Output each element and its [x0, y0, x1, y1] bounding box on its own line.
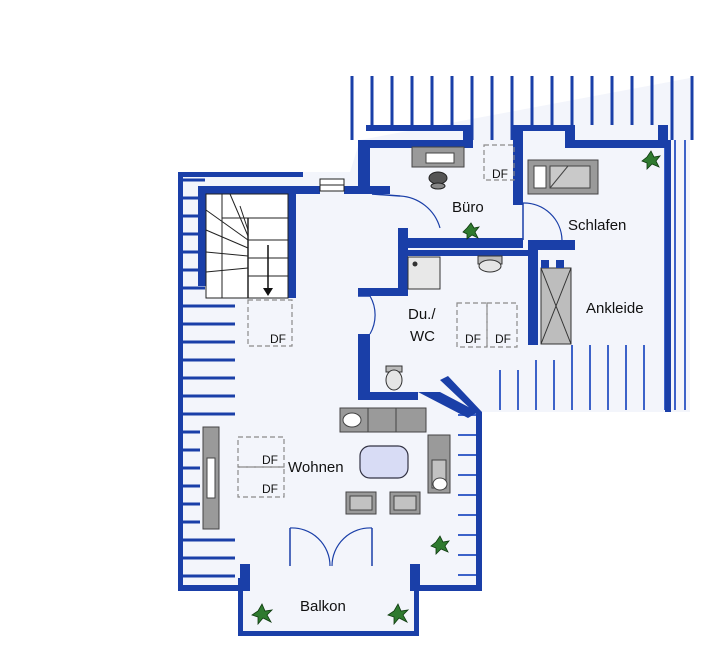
skylight-wohnen-1-label: DF	[262, 453, 278, 467]
floor-balkon	[240, 578, 418, 634]
skylight-buero-label: DF	[492, 167, 508, 181]
room-label-du: Du./	[408, 306, 436, 323]
armchair-icon	[389, 491, 421, 515]
sideboard-icon	[202, 426, 220, 530]
coffee-table-icon	[359, 445, 409, 479]
skylight-wohnen-2-label: DF	[262, 482, 278, 496]
plant-icon	[387, 603, 410, 626]
office-chair-icon	[428, 171, 448, 190]
toilet-icon	[385, 365, 403, 391]
armchair-icon	[345, 491, 377, 515]
plant-icon	[251, 603, 274, 626]
skylight-bath-2-label: DF	[495, 332, 511, 346]
staircase-icon	[205, 193, 289, 299]
skylight-wohnen-2	[237, 466, 285, 498]
skylight-bath-2	[486, 302, 518, 348]
bed-icon	[527, 159, 599, 195]
skylight-stair-label: DF	[270, 332, 286, 346]
sofa-icon	[339, 407, 427, 433]
walls	[178, 125, 671, 636]
room-label-buero: Büro	[452, 199, 484, 216]
skylight-bath-1-label: DF	[465, 332, 481, 346]
room-label-wohnen: Wohnen	[288, 459, 344, 476]
plant-icon	[430, 535, 450, 555]
room-labels: Büro Schlafen Ankleide Du./ WC Wohnen Ba…	[288, 199, 644, 615]
floor-main	[180, 78, 690, 588]
skylight-buero	[483, 144, 515, 181]
room-label-wc: WC	[410, 328, 435, 345]
roof-slope-hatching-top	[350, 76, 694, 140]
skylight-bath-1	[456, 302, 488, 348]
desk-icon	[411, 146, 465, 168]
washbasin-icon	[477, 255, 503, 273]
doors	[289, 193, 563, 567]
armchair-icon	[427, 434, 451, 494]
room-label-ankleide: Ankleide	[586, 300, 644, 317]
plant-icon	[462, 222, 480, 240]
skylight-wohnen-1	[237, 436, 285, 468]
skylight-stair	[247, 299, 293, 347]
room-label-schlafen: Schlafen	[568, 217, 626, 234]
plant-icon	[641, 150, 661, 170]
roof-slope-hatching-left	[180, 178, 235, 578]
shower-icon	[407, 256, 441, 290]
skylights: DF DF DF DF DF DF	[237, 144, 518, 498]
wardrobe-icon	[540, 260, 572, 345]
room-label-balkon: Balkon	[300, 598, 346, 615]
floor-areas	[180, 78, 690, 634]
